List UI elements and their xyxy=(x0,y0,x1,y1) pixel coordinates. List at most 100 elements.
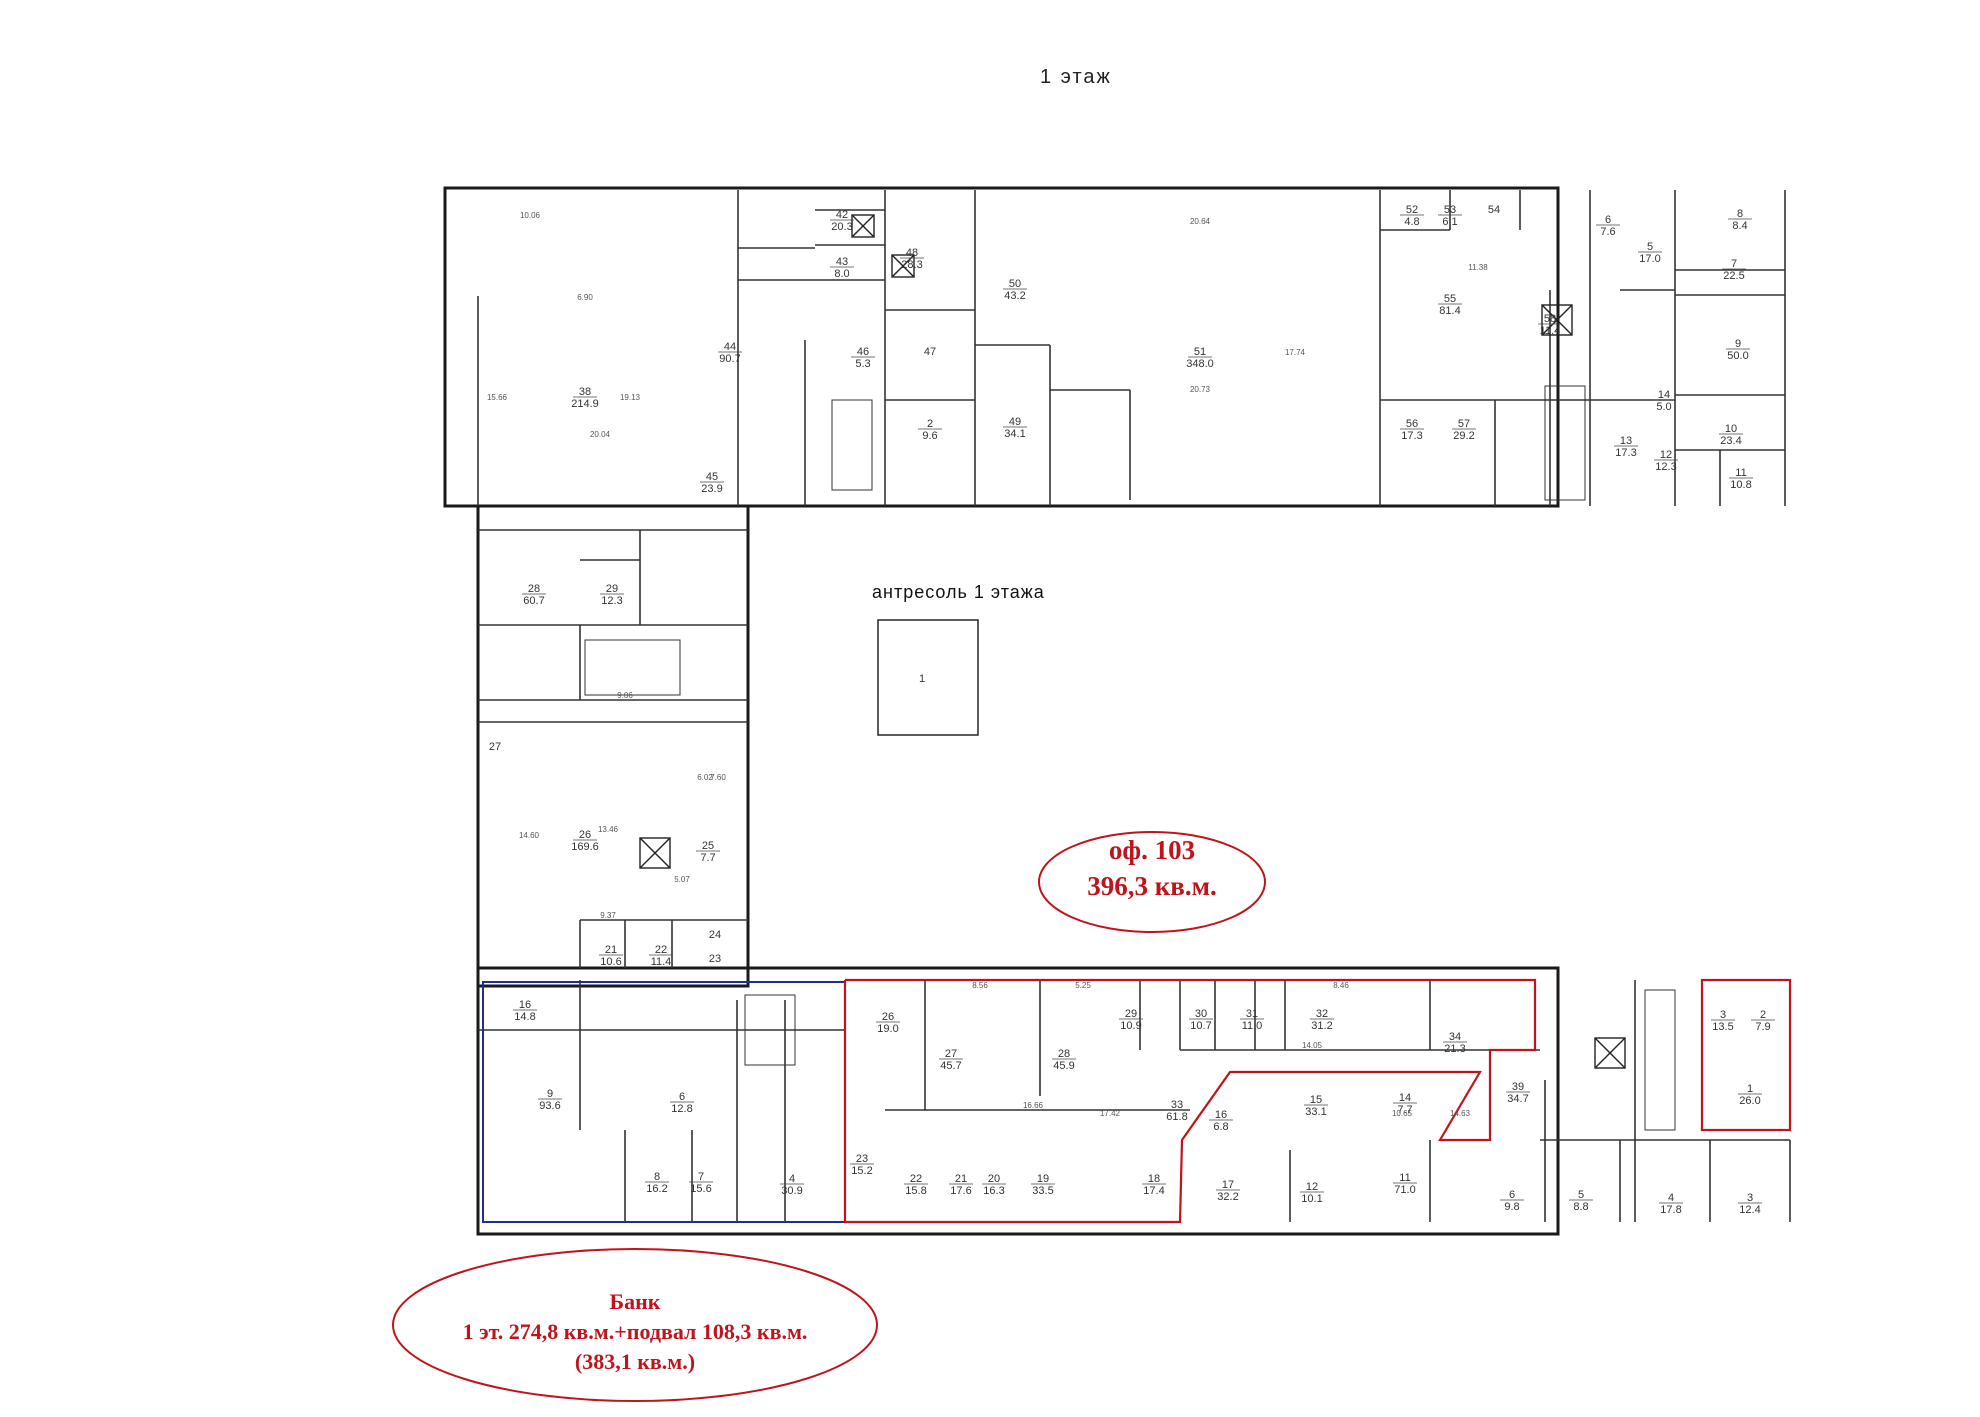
room-number: 11 xyxy=(1735,467,1746,479)
room-number: 20 xyxy=(988,1173,1000,1185)
room-area: 12.3 xyxy=(1655,461,1676,473)
room-number: 12 xyxy=(1660,449,1672,461)
room-area: 15.2 xyxy=(851,1165,872,1177)
room-area: 33.1 xyxy=(1305,1106,1326,1118)
room-number: 27 xyxy=(945,1048,957,1060)
dimension-label: 10.06 xyxy=(520,211,541,220)
dimension-label: 6.02 xyxy=(697,773,713,782)
room-number: 7 xyxy=(1731,258,1737,270)
room-number: 28 xyxy=(528,583,540,595)
room-number: 14 xyxy=(1399,1092,1411,1104)
room-area: 15.8 xyxy=(905,1185,926,1197)
room-number: 1 xyxy=(1747,1083,1753,1095)
office-number: оф. 103 xyxy=(1108,835,1196,865)
room-area: 7.7 xyxy=(1397,1104,1412,1116)
room-area: 8.8 xyxy=(1573,1201,1588,1213)
room-number: 9 xyxy=(1735,338,1741,350)
room-area: 7.6 xyxy=(1600,226,1615,238)
room-number: 13 xyxy=(1620,435,1632,447)
room-number: 58 xyxy=(1544,313,1556,325)
room-area: 22.5 xyxy=(1723,270,1744,282)
room-area: 29.2 xyxy=(1453,430,1474,442)
room-number: 57 xyxy=(1458,418,1470,430)
dimension-label: 9.37 xyxy=(600,911,616,920)
room-number: 52 xyxy=(1406,204,1418,216)
room-area: 6.1 xyxy=(1442,216,1457,228)
room-area: 10.7 xyxy=(1190,1020,1211,1032)
room-number: 8 xyxy=(1737,208,1743,220)
room-labels: 38214.94490.74523.94220.3438.04828.3465.… xyxy=(489,204,1775,1216)
room-number: 5 xyxy=(1578,1189,1584,1201)
room-area: 7.9 xyxy=(1755,1021,1770,1033)
room-number: 16 xyxy=(519,999,531,1011)
dimension-label: 17.42 xyxy=(1100,1109,1121,1118)
room-number: 50 xyxy=(1009,278,1021,290)
room-area: 8.4 xyxy=(1732,220,1747,232)
room-area: 10.6 xyxy=(600,956,621,968)
room-number: 6 xyxy=(679,1091,685,1103)
room-area: 11.4 xyxy=(651,956,672,968)
room-number: 44 xyxy=(724,341,736,353)
room-number: 31 xyxy=(1246,1008,1258,1020)
room-number: 6 xyxy=(1605,214,1611,226)
dimension-label: 6.90 xyxy=(577,293,593,302)
room-number: 49 xyxy=(1009,416,1021,428)
room-area: 17.3 xyxy=(1615,447,1636,459)
room-area: 43.2 xyxy=(1004,290,1025,302)
room-area: 30.9 xyxy=(781,1185,802,1197)
room-number: 27 xyxy=(489,741,501,753)
room-number: 22 xyxy=(910,1173,922,1185)
room-area: 17.8 xyxy=(1660,1204,1681,1216)
room-number: 5 xyxy=(1647,241,1653,253)
room-area: 50.0 xyxy=(1727,350,1748,362)
room-area: 15.6 xyxy=(690,1183,711,1195)
dimension-label: 19.13 xyxy=(620,393,641,402)
dimension-label: 20.04 xyxy=(590,430,611,439)
room-number: 33 xyxy=(1171,1099,1183,1111)
room-area: 81.4 xyxy=(1439,305,1460,317)
room-number: 34 xyxy=(1449,1031,1461,1043)
room-area: 33.5 xyxy=(1032,1185,1053,1197)
room-number: 45 xyxy=(706,471,718,483)
room-number: 2 xyxy=(927,418,933,430)
room-number: 25 xyxy=(702,840,714,852)
room-area: 12.4 xyxy=(1739,1204,1760,1216)
room-number: 53 xyxy=(1444,204,1456,216)
room-area: 93.6 xyxy=(539,1100,560,1112)
room-number: 2 xyxy=(1760,1009,1766,1021)
room-area: 12.8 xyxy=(671,1103,692,1115)
dimension-label: 8.46 xyxy=(1333,981,1349,990)
room-area: 214.9 xyxy=(571,398,599,410)
room-number: 54 xyxy=(1488,204,1500,216)
room-area: 32.2 xyxy=(1217,1191,1238,1203)
room-number: 30 xyxy=(1195,1008,1207,1020)
dimension-label: 9.06 xyxy=(617,691,633,700)
room-number: 55 xyxy=(1444,293,1456,305)
room-area: 34.7 xyxy=(1507,1093,1528,1105)
room-area: 10.1 xyxy=(1301,1193,1322,1205)
bank-area-detail: 1 эт. 274,8 кв.м.+подвал 108,3 кв.м. xyxy=(462,1319,808,1344)
room-area: 60.7 xyxy=(523,595,544,607)
room-area: 90.7 xyxy=(719,353,740,365)
room-number: 26 xyxy=(579,829,591,841)
room-number: 8 xyxy=(654,1171,660,1183)
room-number: 43 xyxy=(836,256,848,268)
room-area: 17.3 xyxy=(1401,430,1422,442)
room-area: 21.3 xyxy=(1444,1043,1465,1055)
room-number: 6 xyxy=(1509,1189,1515,1201)
room-area: 17.4 xyxy=(1143,1185,1164,1197)
room-number: 21 xyxy=(955,1173,967,1185)
room-number: 51 xyxy=(1194,346,1206,358)
walls xyxy=(443,186,1560,1236)
office-103-callout: оф. 103 396,3 кв.м. xyxy=(1052,832,1252,904)
dimension-label: 8.56 xyxy=(972,981,988,990)
room-area: 11.0 xyxy=(1242,1020,1263,1032)
room-area: 34.1 xyxy=(1004,428,1025,440)
room-area: 348.0 xyxy=(1186,358,1214,370)
room-number: 14 xyxy=(1658,389,1670,401)
mezzanine-title: антресоль 1 этажа xyxy=(872,582,1045,602)
dimension-label: 20.64 xyxy=(1190,217,1211,226)
room-number: 47 xyxy=(924,346,936,358)
room-area: 7.7 xyxy=(700,852,715,864)
